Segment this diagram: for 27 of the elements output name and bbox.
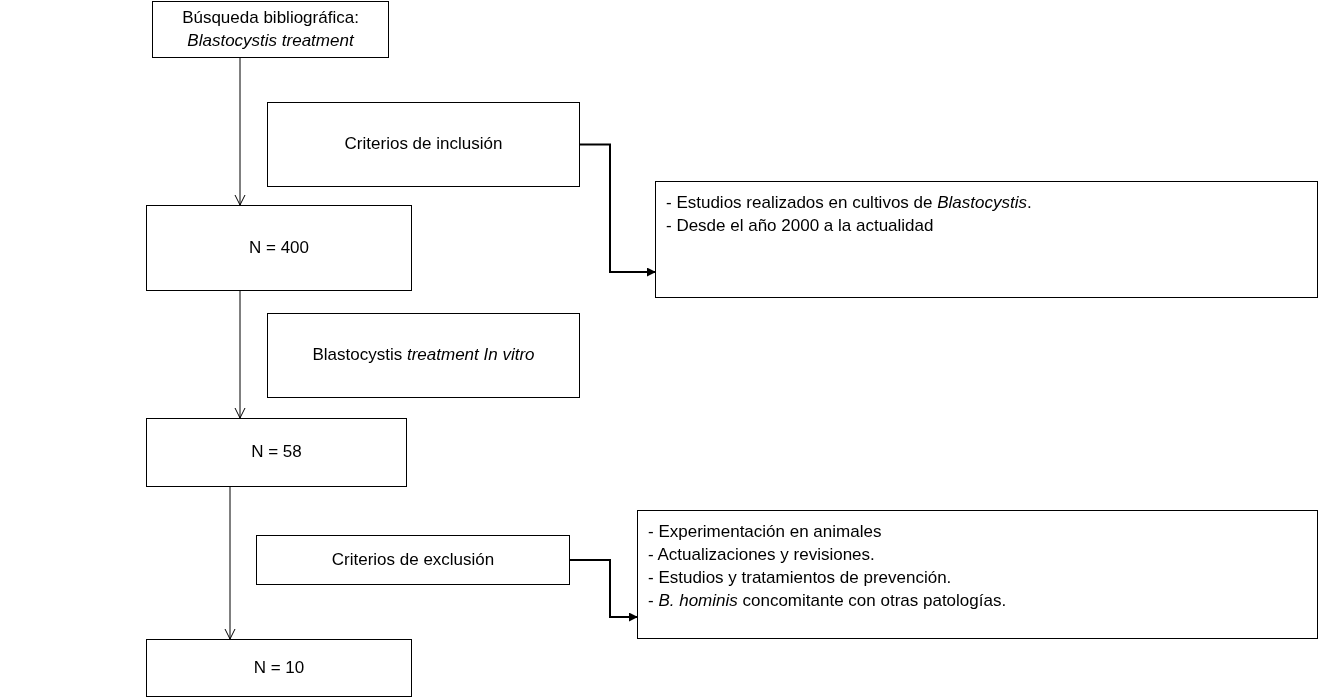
criteria-item: - Estudios y tratamientos de prevención. bbox=[648, 566, 953, 589]
process-box bbox=[146, 639, 412, 697]
criteria-item: - Experimentación en animales bbox=[648, 521, 883, 543]
process-box bbox=[256, 535, 570, 585]
process-box bbox=[267, 102, 580, 187]
box-label: Búsqueda bibliográfica: Blastocystis treatment bbox=[181, 6, 360, 52]
arrow bbox=[569, 559, 638, 622]
arrow bbox=[579, 143, 656, 277]
box-label: N = 58 bbox=[250, 441, 303, 464]
arrow bbox=[234, 57, 246, 206]
box-label: Criterios de inclusión bbox=[343, 133, 504, 156]
box-label: N = 10 bbox=[252, 656, 306, 679]
criteria-item: - Estudios realizados en cultivos de Blastocystis. bbox=[666, 192, 1033, 214]
criteria-box bbox=[637, 510, 1318, 639]
process-box bbox=[146, 418, 407, 487]
criteria-item: - Desde el año 2000 a la actualidad bbox=[666, 214, 935, 237]
box-label: N = 400 bbox=[248, 236, 310, 259]
criteria-item: - Actualizaciones y revisiones. bbox=[648, 543, 876, 566]
arrow bbox=[224, 486, 236, 640]
criteria-item: - B. hominis concomitante con otras patologías. bbox=[648, 589, 1008, 612]
arrow bbox=[234, 290, 246, 419]
criteria-box bbox=[655, 181, 1318, 298]
box-label: Blastocystis treatment In vitro bbox=[311, 344, 536, 367]
box-label: Criterios de exclusión bbox=[330, 548, 496, 571]
process-box bbox=[152, 1, 389, 58]
process-box bbox=[146, 205, 412, 291]
process-box bbox=[267, 313, 580, 398]
